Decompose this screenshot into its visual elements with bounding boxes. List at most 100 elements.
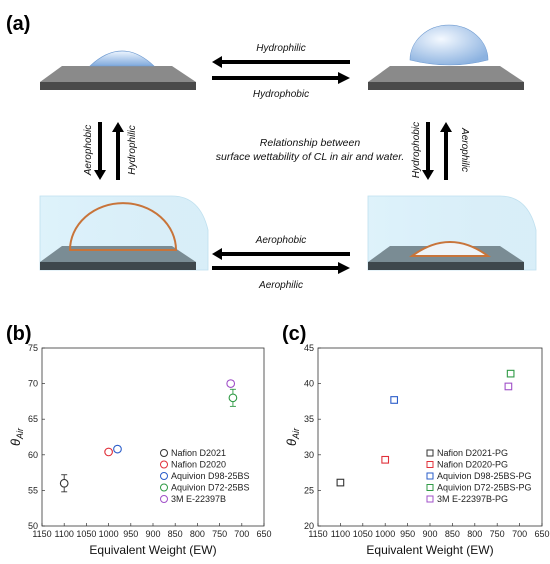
bubble-large xyxy=(68,202,178,251)
label-hydrophobic-right: Hydrophobic xyxy=(411,122,422,178)
legend-marker xyxy=(160,472,168,480)
data-point xyxy=(336,478,345,487)
label-hydrophilic-top: Hydrophilic xyxy=(256,43,305,54)
x-tick-label: 800 xyxy=(190,529,205,539)
arrows-left: Aerophobic Hydrophilic xyxy=(83,122,138,180)
plot-frame xyxy=(41,347,265,527)
legend-marker xyxy=(426,461,434,468)
x-tick-label: 750 xyxy=(490,529,505,539)
data-point xyxy=(381,455,390,464)
arrows-right: Hydrophobic Aerophilic xyxy=(411,122,470,180)
x-tick-label: 1000 xyxy=(99,529,119,539)
plate-top-left xyxy=(40,50,196,90)
y-tick-label: 25 xyxy=(304,485,314,495)
x-tick-label: 700 xyxy=(512,529,527,539)
x-tick-label: 950 xyxy=(400,529,415,539)
data-point xyxy=(390,396,399,404)
x-tick-label: 900 xyxy=(145,529,160,539)
center-caption-line2: surface wettability of CL in air and wat… xyxy=(216,151,405,163)
legend-label: 3M E-22397B-PG xyxy=(437,494,508,504)
droplet-flat xyxy=(89,50,155,67)
legend-marker xyxy=(426,472,434,480)
label-hydrophilic-left: Hydrophilic xyxy=(127,125,138,174)
y-tick-label: 75 xyxy=(28,343,38,353)
bubble-flat xyxy=(408,241,492,257)
y-tick-label: 35 xyxy=(304,414,314,424)
y-tick-label: 30 xyxy=(304,450,314,460)
x-tick-label: 1000 xyxy=(375,529,395,539)
center-caption-line1: Relationship between xyxy=(260,137,361,149)
x-tick-label: 650 xyxy=(256,529,271,539)
legend-label: 3M E-22397B xyxy=(171,494,226,504)
plate-bottom-left xyxy=(39,195,209,271)
plate-top-right xyxy=(368,24,524,90)
legend-marker xyxy=(160,460,168,469)
y-axis-subscript: Air xyxy=(15,427,25,440)
legend-label: Nafion D2021 xyxy=(171,448,226,458)
panel-label-a: (a) xyxy=(6,13,30,35)
label-aerophilic-bottom: Aerophilic xyxy=(258,280,303,291)
legend-marker xyxy=(426,449,434,457)
legend-label: Aquivion D72-25BS-PG xyxy=(437,483,532,493)
panel-label-b: (b) xyxy=(6,323,32,345)
plate-bottom-right xyxy=(367,195,537,271)
data-point xyxy=(104,447,113,457)
legend-marker xyxy=(426,495,434,503)
legend-marker xyxy=(160,449,168,457)
y-tick-label: 65 xyxy=(28,414,38,424)
x-tick-label: 1050 xyxy=(76,529,96,539)
y-axis-symbol: θ xyxy=(8,439,23,446)
x-tick-label: 650 xyxy=(534,529,549,539)
panel-a-schematic: (a) Hydrophilic Hydrophobic Aerophobic H… xyxy=(6,13,537,291)
legend-marker xyxy=(160,495,168,503)
arrows-bottom: Aerophobic Aerophilic xyxy=(212,235,350,291)
x-tick-label: 700 xyxy=(234,529,249,539)
label-aerophobic-left: Aerophobic xyxy=(83,125,94,177)
y-tick-label: 45 xyxy=(304,343,314,353)
data-point xyxy=(226,379,236,388)
panel-label-c: (c) xyxy=(282,323,306,345)
x-tick-label: 850 xyxy=(168,529,183,539)
droplet-tall xyxy=(409,24,489,66)
x-axis-label: Equivalent Weight (EW) xyxy=(89,543,216,557)
y-tick-label: 60 xyxy=(28,450,38,460)
legend-label: Nafion D2020 xyxy=(171,460,226,470)
data-point xyxy=(506,369,515,378)
arrows-top: Hydrophilic Hydrophobic xyxy=(212,43,350,100)
legend-label: Nafion D2020-PG xyxy=(437,460,508,470)
y-axis-label: θAir xyxy=(8,427,25,446)
y-axis-subscript: Air xyxy=(291,427,301,440)
x-tick-label: 950 xyxy=(123,529,138,539)
x-tick-label: 1050 xyxy=(353,529,373,539)
label-aerophilic-right: Aerophilic xyxy=(459,127,470,172)
y-tick-label: 55 xyxy=(28,485,38,495)
x-tick-label: 1150 xyxy=(308,529,327,539)
y-axis-label: θAir xyxy=(284,427,301,446)
data-point xyxy=(113,444,122,454)
x-tick-label: 850 xyxy=(445,529,460,539)
legend-label: Aquivion D98-25BS-PG xyxy=(437,471,532,481)
x-tick-label: 1100 xyxy=(55,529,74,539)
legend-label: Nafion D2021-PG xyxy=(437,448,508,458)
y-tick-label: 70 xyxy=(28,379,38,389)
data-point xyxy=(228,393,238,403)
legend-marker xyxy=(426,484,434,491)
x-tick-label: 1100 xyxy=(331,529,350,539)
x-axis-label: Equivalent Weight (EW) xyxy=(366,543,493,557)
y-axis-symbol: θ xyxy=(284,439,299,446)
x-tick-label: 750 xyxy=(212,529,227,539)
y-tick-label: 40 xyxy=(304,379,314,389)
label-hydrophobic-top: Hydrophobic xyxy=(253,89,309,100)
y-tick-label: 50 xyxy=(28,521,38,531)
x-tick-label: 1150 xyxy=(32,529,51,539)
y-tick-label: 20 xyxy=(304,521,314,531)
legend-label: Aquivion D72-25BS xyxy=(171,483,250,493)
data-point xyxy=(59,478,69,488)
x-tick-label: 800 xyxy=(467,529,482,539)
data-point xyxy=(504,382,513,391)
x-tick-label: 900 xyxy=(422,529,437,539)
legend-label: Aquivion D98-25BS xyxy=(171,471,250,481)
